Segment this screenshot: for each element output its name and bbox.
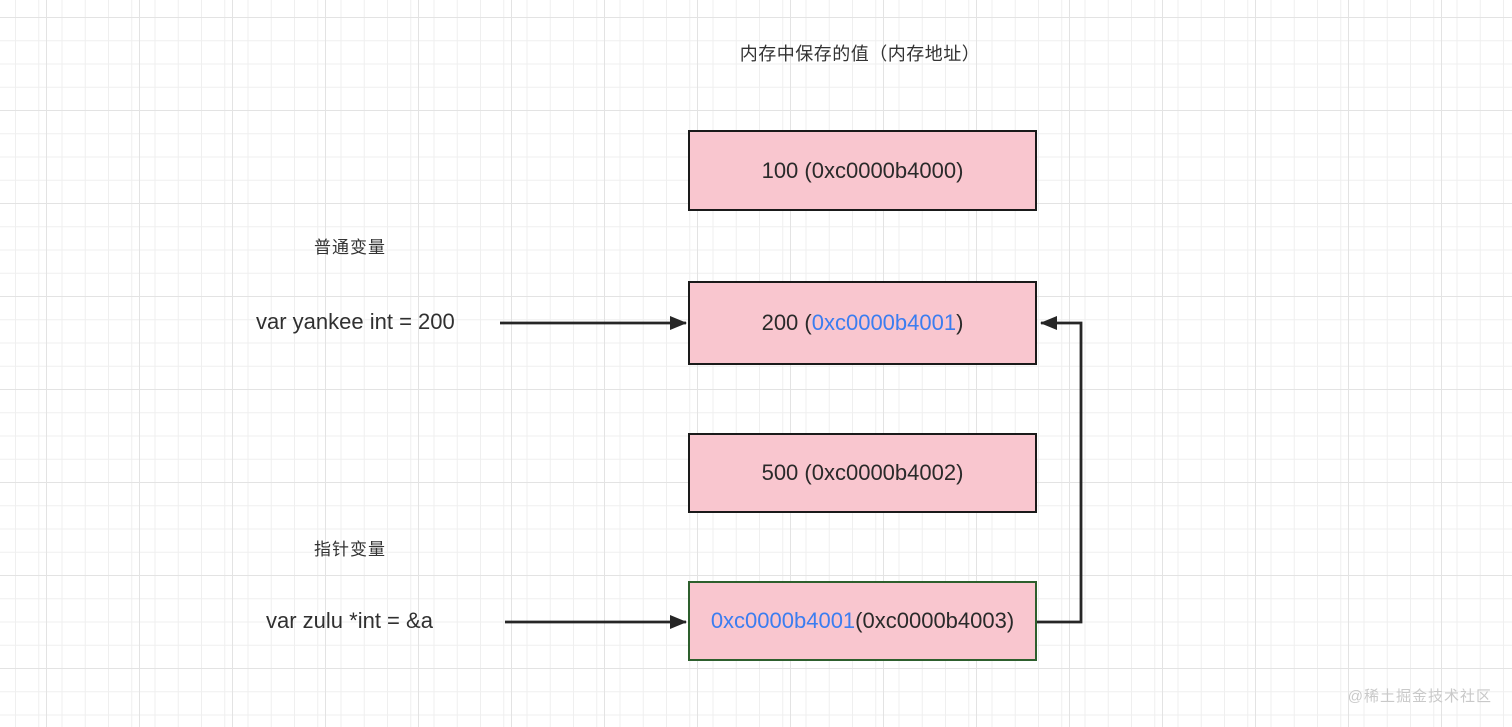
cell-address: 0xc0000b4002 — [811, 460, 957, 485]
watermark: @稀土掘金技术社区 — [1347, 688, 1492, 705]
label-normal-variable: 普通变量 — [314, 238, 386, 257]
cell-address: 0xc0000b4001 — [710, 608, 856, 633]
memory-cell-0xc0000b4003-pointer: 0xc0000b4001(0xc0000b4003) — [688, 581, 1037, 661]
cell-address: 0xc0000b4001 — [811, 310, 957, 335]
cell-suffix: (0xc0000b4003) — [855, 608, 1015, 633]
cell-suffix: ) — [956, 460, 964, 485]
cell-value-prefix: 100 ( — [761, 157, 812, 183]
cell-suffix: ) — [956, 157, 964, 183]
memory-cell-0xc0000b4000: 100 (0xc0000b4000) — [688, 130, 1037, 211]
cell-value-prefix: 200 ( — [761, 310, 812, 335]
cell-value-prefix: 500 ( — [761, 460, 812, 485]
label-pointer-variable: 指针变量 — [314, 540, 386, 559]
declaration-zulu: var zulu *int = &a — [266, 608, 433, 633]
memory-cell-0xc0000b4002: 500 (0xc0000b4002) — [688, 433, 1037, 513]
pointer-reference-connector-arrow — [1037, 316, 1083, 624]
memory-cell-0xc0000b4001: 200 (0xc0000b4001) — [688, 281, 1037, 365]
cell-address: 0xc0000b4000 — [811, 157, 957, 183]
cell-suffix: ) — [956, 310, 964, 335]
declaration-yankee: var yankee int = 200 — [256, 309, 455, 334]
diagram-title: 内存中保存的值（内存地址） — [739, 44, 981, 64]
